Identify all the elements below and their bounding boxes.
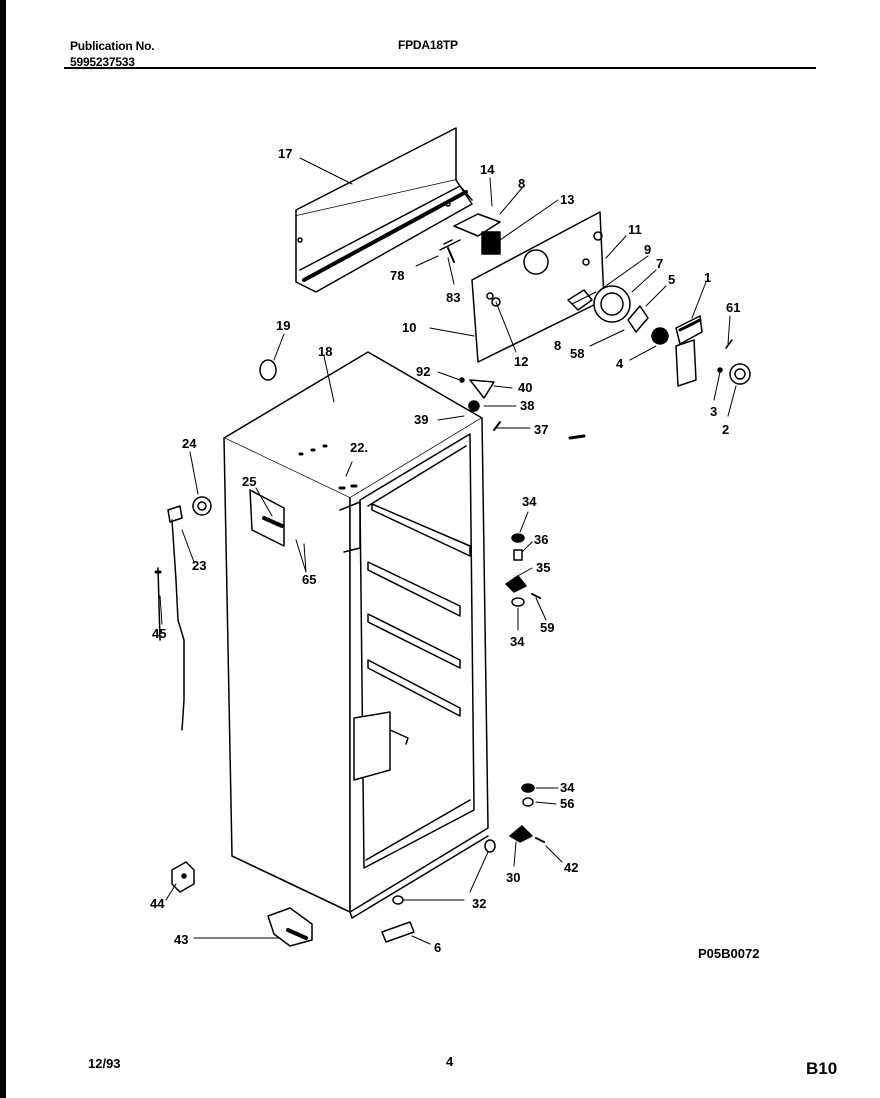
callout-61: 61 <box>726 300 740 315</box>
callout-25: 25 <box>242 474 256 489</box>
control-housing-part <box>675 339 751 387</box>
callout-34-mid: 34 <box>510 634 525 649</box>
callout-78: 78 <box>390 268 404 283</box>
callout-17: 17 <box>278 146 292 161</box>
callout-43: 43 <box>174 932 188 947</box>
callout-58: 58 <box>570 346 584 361</box>
section-code: B10 <box>806 1059 837 1078</box>
callout-37: 37 <box>534 422 548 437</box>
callout-42: 42 <box>564 860 578 875</box>
callout-39: 39 <box>414 412 428 427</box>
header-rule <box>64 67 816 69</box>
callout-56: 56 <box>560 796 574 811</box>
callout-13: 13 <box>560 192 574 207</box>
hinge-parts <box>484 533 545 853</box>
callout-4: 4 <box>616 356 624 371</box>
callout-8-mid: 8 <box>554 338 561 353</box>
callout-30: 30 <box>506 870 520 885</box>
callout-44: 44 <box>150 896 165 911</box>
callout-8-top: 8 <box>518 176 525 191</box>
callout-14: 14 <box>480 162 495 177</box>
publication-label: Publication No. <box>70 39 155 53</box>
callout-1: 1 <box>704 270 711 285</box>
callout-32: 32 <box>472 896 486 911</box>
callout-6: 6 <box>434 940 441 955</box>
callout-83: 83 <box>446 290 460 305</box>
callout-45: 45 <box>152 626 166 641</box>
callout-19: 19 <box>276 318 290 333</box>
callout-38: 38 <box>520 398 534 413</box>
callout-40: 40 <box>518 380 532 395</box>
leader-lines <box>159 157 737 945</box>
footer-date: 12/93 <box>88 1056 121 1071</box>
refrigerator-cabinet <box>223 351 489 919</box>
callout-35: 35 <box>536 560 550 575</box>
callout-9: 9 <box>644 242 651 257</box>
drawing-code: P05B0072 <box>698 946 759 961</box>
callout-34-low: 34 <box>560 780 575 795</box>
publication-number: 5995237533 <box>70 55 135 69</box>
callout-18: 18 <box>318 344 332 359</box>
callout-59: 59 <box>540 620 554 635</box>
left-side-parts <box>154 496 212 731</box>
callout-10: 10 <box>402 320 416 335</box>
callout-3: 3 <box>710 404 717 419</box>
callout-34-top: 34 <box>522 494 537 509</box>
callout-92: 92 <box>416 364 430 379</box>
bottom-parts <box>171 861 415 947</box>
footer-page: 4 <box>446 1054 454 1069</box>
duct-cover-part <box>295 127 473 293</box>
model-number: FPDA18TP <box>398 38 458 52</box>
callout-11: 11 <box>628 222 642 237</box>
callout-12: 12 <box>514 354 528 369</box>
damper-control-part <box>439 213 501 263</box>
callout-65: 65 <box>302 572 316 587</box>
callout-24: 24 <box>182 436 197 451</box>
callout-23: 23 <box>192 558 206 573</box>
callout-36: 36 <box>534 532 548 547</box>
callout-5: 5 <box>668 272 675 287</box>
callout-2: 2 <box>722 422 729 437</box>
callout-7: 7 <box>656 256 663 271</box>
fan-assembly-part <box>567 285 703 345</box>
callout-22: 22. <box>350 440 368 455</box>
